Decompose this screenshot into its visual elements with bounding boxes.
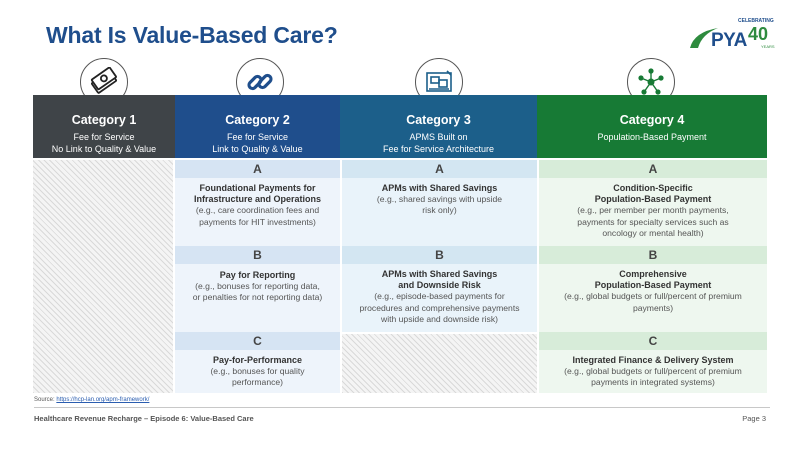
cat3-letter-a: A xyxy=(342,160,537,178)
cat4-a-title2: Population-Based Payment xyxy=(594,194,712,205)
category-2-sub2: Link to Quality & Value xyxy=(212,144,303,154)
cat4-a-desc3: oncology or mental health) xyxy=(602,227,704,238)
cat4-a-desc1: (e.g., per member per month payments, xyxy=(577,205,729,216)
source-label: Source: xyxy=(34,397,55,403)
category-1-name: Category 1 xyxy=(71,113,137,127)
cat4-b-title1: Comprehensive xyxy=(619,269,687,279)
logo-number: 40 xyxy=(748,24,769,44)
cat2-c-desc1: (e.g., bonuses for quality xyxy=(210,366,305,377)
cat2-a-desc1: (e.g., care coordination fees and xyxy=(195,205,320,216)
cat4-a-desc2: payments for specialty services such as xyxy=(577,216,729,227)
cat4-c-desc1: (e.g., global budgets or full/percent of… xyxy=(564,366,742,377)
footer-title: Healthcare Revenue Recharge – Episode 6:… xyxy=(34,414,254,423)
category-1-sub1: Fee for Service xyxy=(73,132,135,142)
logo-swoosh-icon xyxy=(690,28,718,48)
cat4-b-desc2: payments) xyxy=(632,302,674,313)
category-4-sub1: Population-Based Payment xyxy=(597,132,707,142)
page-number: Page 3 xyxy=(742,414,766,423)
cat4-b-desc1: (e.g., global budgets or full/percent of… xyxy=(564,291,742,302)
cat4-letter-c: C xyxy=(539,332,767,350)
category-1-empty-area xyxy=(33,160,173,393)
cat2-cell-b: Pay for Reporting (e.g., bonuses for rep… xyxy=(175,264,340,332)
category-2-sub1: Fee for Service xyxy=(226,132,289,142)
cat2-cell-c: Pay-for-Performance (e.g., bonuses for q… xyxy=(175,350,340,393)
cat2-letter-b: B xyxy=(175,246,340,264)
cat4-cell-c: Integrated Finance & Delivery System (e.… xyxy=(539,350,767,393)
source-note: Source: https://hcp-lan.org/apm-framewor… xyxy=(34,397,149,403)
category-3-sub2: Fee for Service Architecture xyxy=(382,144,495,154)
footer-divider xyxy=(34,407,770,408)
category-2-name: Category 2 xyxy=(225,113,290,127)
logo-brand: PYA xyxy=(711,30,747,51)
cat2-a-title1: Foundational Payments for xyxy=(199,183,316,193)
category-4-header: Category 4 Population-Based Payment xyxy=(537,95,767,158)
cat4-c-title1: Integrated Finance & Delivery System xyxy=(572,355,734,365)
cat2-b-title1: Pay for Reporting xyxy=(219,270,296,280)
cat2-c-title1: Pay-for-Performance xyxy=(212,355,303,365)
cat3-cell-a: APMs with Shared Savings (e.g., shared s… xyxy=(342,178,537,246)
category-3-sub1: APMS Built on xyxy=(409,132,468,142)
category-3-empty-area xyxy=(342,334,537,393)
cat2-a-desc2: payments for HIT investments) xyxy=(199,216,316,227)
category-2-header: Category 2 Fee for Service Link to Quali… xyxy=(175,95,340,158)
cat3-a-title1: APMs with Shared Savings xyxy=(381,183,498,193)
cat3-b-desc3: with upside and downside risk) xyxy=(380,313,499,324)
category-1-header: Category 1 Fee for Service No Link to Qu… xyxy=(33,95,175,158)
logo-celebrating: CELEBRATING xyxy=(738,18,774,24)
cat3-cell-b: APMs with Shared Savings and Downside Ri… xyxy=(342,264,537,332)
category-1-sub2: No Link to Quality & Value xyxy=(51,144,157,154)
cat2-letter-a: A xyxy=(175,160,340,178)
cat3-a-desc1: (e.g., shared savings with upside xyxy=(376,194,503,205)
cat2-b-desc2: or penalties for not reporting data) xyxy=(192,292,323,303)
cat4-cell-a: Condition-Specific Population-Based Paym… xyxy=(539,178,767,246)
logo-years: YEARS xyxy=(761,44,775,49)
cat2-a-title2: Infrastructure and Operations xyxy=(193,194,322,205)
cat4-letter-b: B xyxy=(539,246,767,264)
cat2-c-desc2: performance) xyxy=(231,377,284,388)
cat4-c-desc2: payments in integrated systems) xyxy=(591,377,715,388)
pya-logo: CELEBRATING PYA 40 YEARS xyxy=(688,18,775,62)
cat4-a-title1: Condition-Specific xyxy=(613,183,693,193)
cat3-b-desc2: procedures and comprehensive payments xyxy=(359,302,520,313)
category-3-header: Category 3 APMS Built on Fee for Service… xyxy=(340,95,537,158)
source-link[interactable]: https://hcp-lan.org/apm-framework/ xyxy=(56,397,150,403)
page-title: What Is Value-Based Care? xyxy=(46,22,338,48)
cat4-cell-b: Comprehensive Population-Based Payment (… xyxy=(539,264,767,332)
cat2-cell-a: Foundational Payments for Infrastructure… xyxy=(175,178,340,246)
cat3-b-desc1: (e.g., episode-based payments for xyxy=(374,291,505,302)
cat3-letter-b: B xyxy=(342,246,537,264)
category-3-name: Category 3 xyxy=(406,113,471,127)
cat4-letter-a: A xyxy=(539,160,767,178)
cat3-b-title1: APMs with Shared Savings xyxy=(381,269,498,279)
category-4-name: Category 4 xyxy=(619,113,685,127)
cat4-b-title2: Population-Based Payment xyxy=(594,280,712,291)
cat2-b-desc1: (e.g., bonuses for reporting data, xyxy=(195,281,320,292)
cat2-letter-c: C xyxy=(175,332,340,350)
cat3-b-title2: and Downside Risk xyxy=(398,280,481,291)
cat3-a-desc2: risk only) xyxy=(422,205,457,216)
